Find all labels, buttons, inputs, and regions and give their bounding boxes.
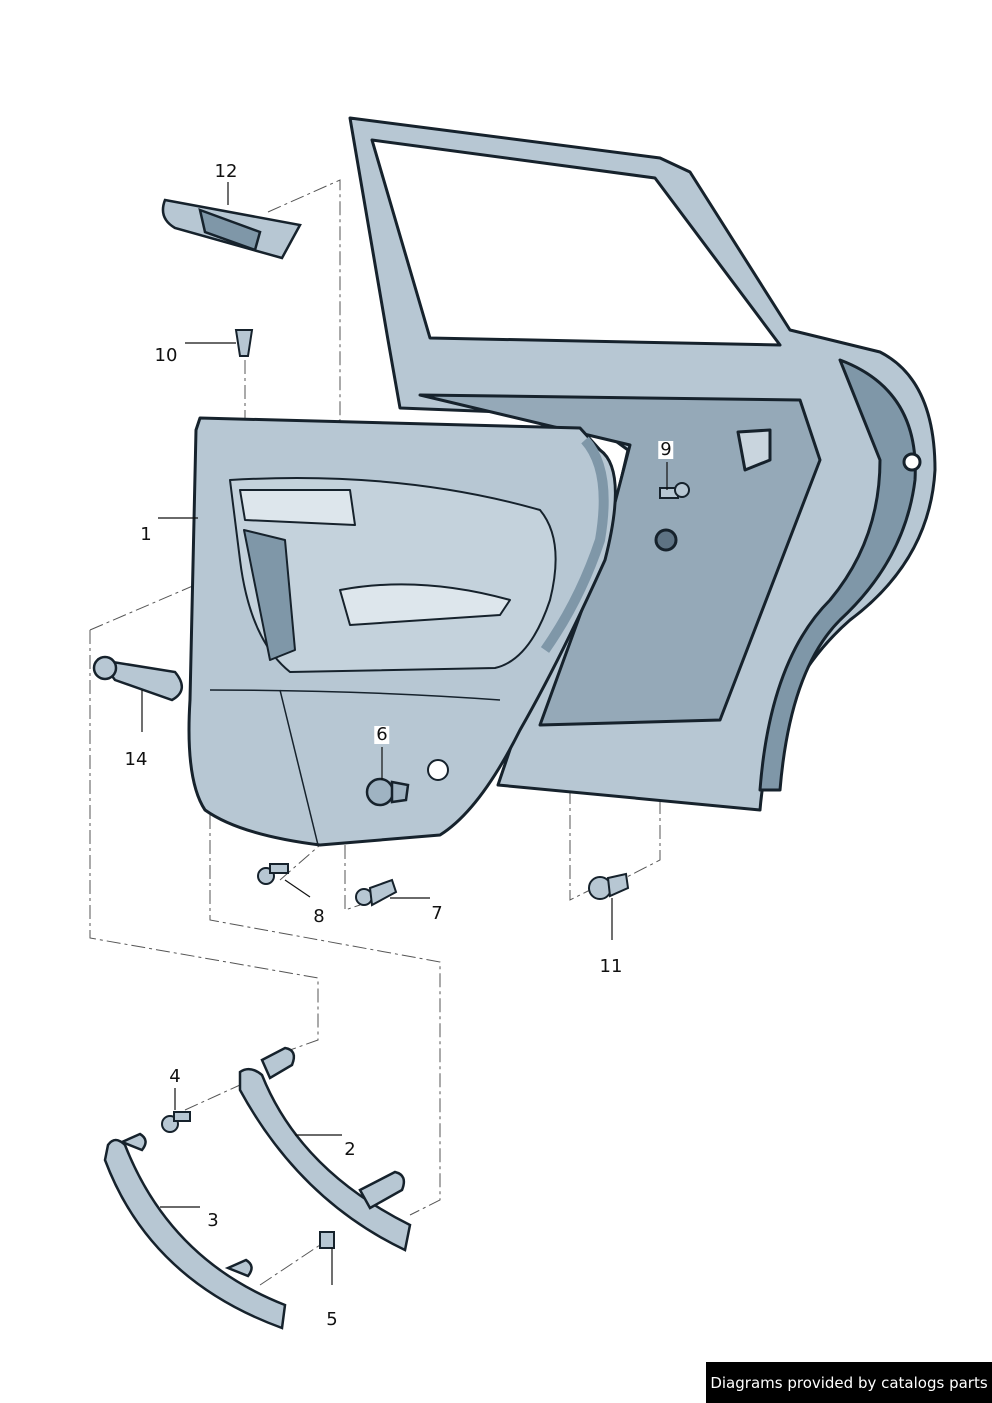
callout-1[interactable]: 1 [140,524,152,545]
attribution-text: Diagrams provided by catalogs parts [710,1373,988,1392]
callout-12[interactable]: 12 [214,161,238,182]
callout-4[interactable]: 4 [169,1066,181,1087]
callout-leader-lines [141,182,668,1285]
part-4-screw [161,1111,191,1133]
callout-2[interactable]: 2 [344,1139,356,1160]
part-9-screw [659,482,690,499]
part-10-clip [234,329,254,357]
callout-14[interactable]: 14 [124,749,148,770]
part-6-grommet [365,777,410,807]
callout-3[interactable]: 3 [207,1210,219,1231]
part-5-clip [319,1231,335,1249]
callout-8[interactable]: 8 [313,906,325,927]
callout-11[interactable]: 11 [599,956,623,977]
part-14-window-crank [92,655,183,702]
attribution-banner: Diagrams provided by catalogs parts [706,1362,992,1403]
callout-9[interactable]: 9 [658,439,674,460]
part-12-inner-handle [161,198,302,260]
part-8-screw [257,863,289,885]
callout-7[interactable]: 7 [431,903,443,924]
callout-10[interactable]: 10 [154,345,178,366]
part-11-clip [588,872,630,900]
part-3-armrest-cover [103,1132,287,1330]
door-trim-panel [187,416,617,847]
callout-6[interactable]: 6 [374,724,390,745]
callout-5[interactable]: 5 [326,1309,338,1330]
part-2-armrest-bracket [238,1046,412,1252]
door-shell [348,116,937,812]
part-7-clip [355,878,398,907]
